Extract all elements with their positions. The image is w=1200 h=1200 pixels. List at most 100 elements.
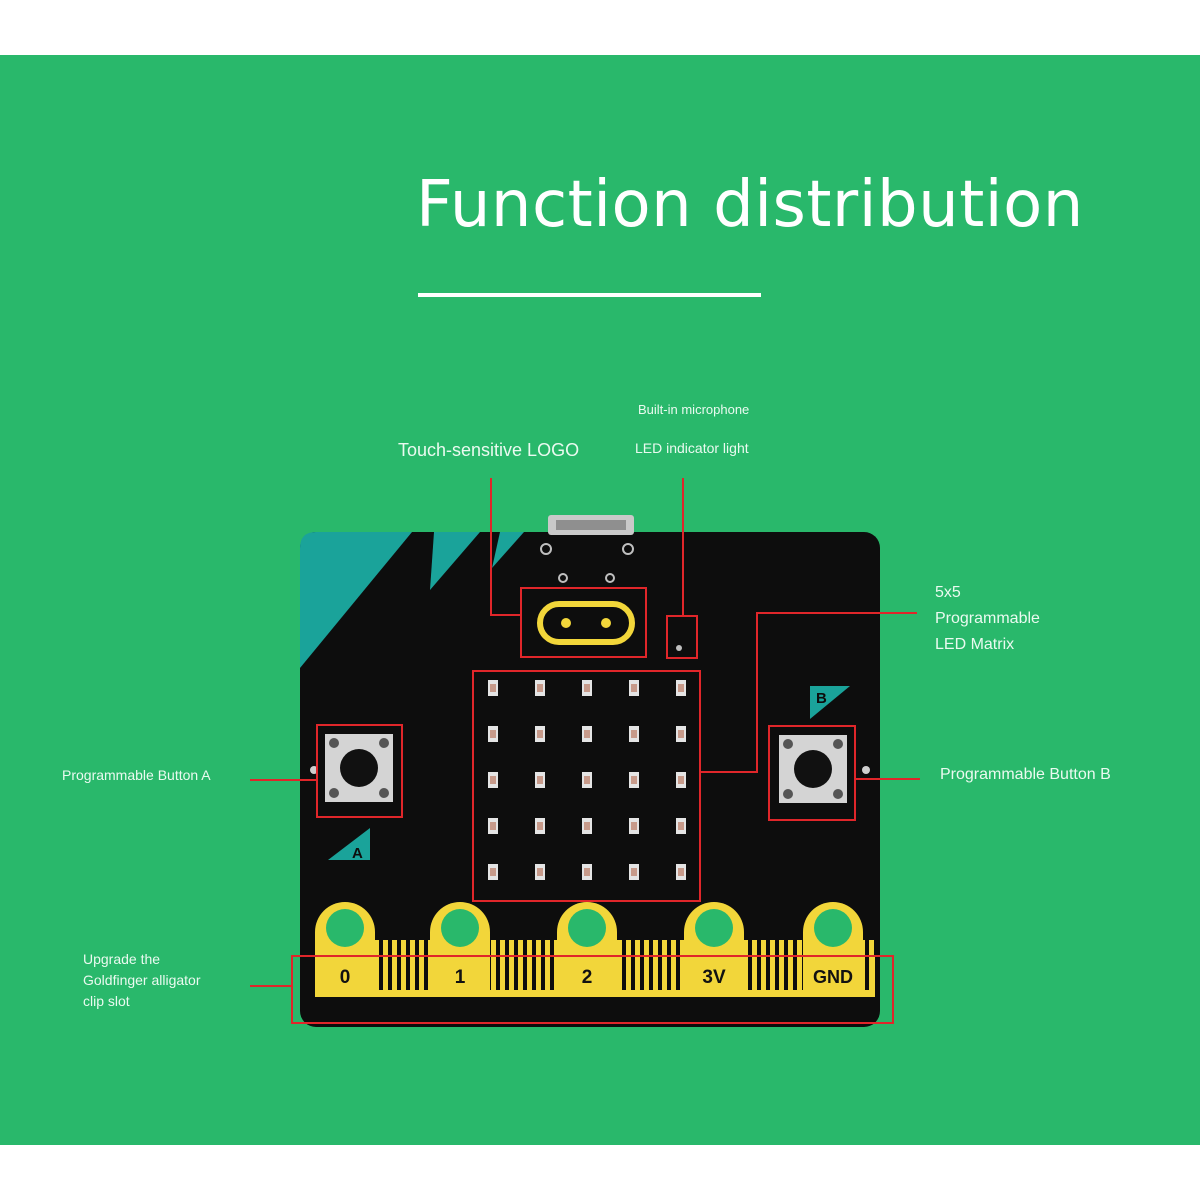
edge-finger-gap — [424, 942, 428, 990]
edge-finger-gap — [658, 942, 662, 990]
callout-box-led-matrix — [472, 670, 701, 902]
pin-hole — [326, 909, 364, 947]
led-pixel — [582, 772, 592, 788]
edge-finger — [797, 940, 802, 992]
edge-finger — [536, 940, 541, 992]
led-pixel — [582, 864, 592, 880]
edge-finger — [509, 940, 514, 992]
edge-finger-gap — [667, 942, 671, 990]
edge-finger-gap — [514, 942, 518, 990]
led-pixel — [676, 680, 686, 696]
edge-finger-gap — [523, 942, 527, 990]
led-pixel — [629, 772, 639, 788]
edge-finger-gap — [748, 942, 752, 990]
edge-finger-gap — [766, 942, 770, 990]
edge-finger — [761, 940, 766, 992]
edge-finger — [617, 940, 622, 992]
callout-leader-lines — [250, 478, 920, 987]
callout-box-button-a — [316, 724, 403, 818]
edge-finger-gap — [397, 942, 401, 990]
led-pixel — [535, 864, 545, 880]
edge-finger-gap — [649, 942, 653, 990]
goldfinger-label-line: Upgrade the — [83, 951, 161, 967]
led-pixel — [488, 864, 498, 880]
edge-finger — [635, 940, 640, 992]
led-pixel — [488, 726, 498, 742]
led-pixel — [535, 818, 545, 834]
microphone-label: Built-in microphone — [638, 402, 750, 417]
pin-label: 3V — [702, 967, 726, 988]
goldfinger-label-line: Goldfinger alligator — [83, 972, 201, 988]
goldfinger-label: Upgrade the Goldfinger alligator clip sl… — [83, 949, 201, 1012]
edge-finger — [680, 940, 685, 992]
led-pixel — [629, 680, 639, 696]
edge-finger — [419, 940, 424, 992]
edge-finger — [671, 940, 676, 992]
edge-finger — [545, 940, 550, 992]
edge-finger — [653, 940, 658, 992]
edge-finger-gap — [775, 942, 779, 990]
microphone-hole — [676, 645, 682, 651]
edge-finger-gap — [541, 942, 545, 990]
edge-finger — [644, 940, 649, 992]
led-matrix — [488, 680, 686, 880]
callout-boxes — [291, 587, 894, 1024]
button-b — [779, 735, 847, 803]
edge-finger-gap — [379, 942, 383, 990]
led-pixel — [676, 818, 686, 834]
led-pixel — [676, 864, 686, 880]
led-indicator-label: LED indicator light — [635, 440, 749, 456]
led-pixel — [582, 680, 592, 696]
edge-finger — [383, 940, 388, 992]
edge-finger — [500, 940, 505, 992]
touch-logo-label: Touch-sensitive LOGO — [398, 440, 580, 460]
touch-logo — [537, 601, 635, 645]
callout-box-logo — [520, 587, 647, 658]
edge-finger-gap — [865, 942, 869, 990]
edge-finger — [626, 940, 631, 992]
button-b-mark — [810, 686, 850, 719]
edge-finger-gap — [676, 942, 680, 990]
edge-finger — [743, 940, 748, 992]
edge-finger — [518, 940, 523, 992]
edge-finger-gap — [406, 942, 410, 990]
led-pixel — [629, 864, 639, 880]
button-b-label: Programmable Button B — [940, 766, 1111, 783]
edge-finger-gap — [505, 942, 509, 990]
button-a-mark — [328, 828, 370, 860]
pin-hole — [568, 909, 606, 947]
led-matrix-label-line: LED Matrix — [935, 636, 1015, 653]
led-pixel — [535, 726, 545, 742]
button-a-label: Programmable Button A — [62, 767, 211, 783]
edge-finger — [554, 940, 559, 992]
edge-finger-gap — [532, 942, 536, 990]
edge-finger — [869, 940, 874, 992]
edge-finger-gap — [550, 942, 554, 990]
pin-hole — [441, 909, 479, 947]
edge-finger-gap — [784, 942, 788, 990]
edge-finger — [401, 940, 406, 992]
callout-box-goldfinger — [291, 955, 894, 1024]
edge-finger-gap — [631, 942, 635, 990]
edge-finger — [770, 940, 775, 992]
pin-label: 0 — [340, 967, 351, 988]
pin-label: 1 — [455, 967, 466, 988]
led-pixel — [488, 772, 498, 788]
led-pixel — [582, 818, 592, 834]
pin-hole — [814, 909, 852, 947]
led-pixel — [629, 818, 639, 834]
led-pixel — [676, 772, 686, 788]
led-pixel — [488, 818, 498, 834]
edge-finger-gap — [496, 942, 500, 990]
edge-finger-gap — [622, 942, 626, 990]
edge-finger-gap — [757, 942, 761, 990]
edge-finger — [779, 940, 784, 992]
edge-finger-gap — [388, 942, 392, 990]
led-pixel — [488, 680, 498, 696]
led-pixel — [535, 680, 545, 696]
edge-finger — [752, 940, 757, 992]
pin-label: 2 — [582, 967, 593, 988]
button-b-mark-text: B — [816, 690, 827, 707]
